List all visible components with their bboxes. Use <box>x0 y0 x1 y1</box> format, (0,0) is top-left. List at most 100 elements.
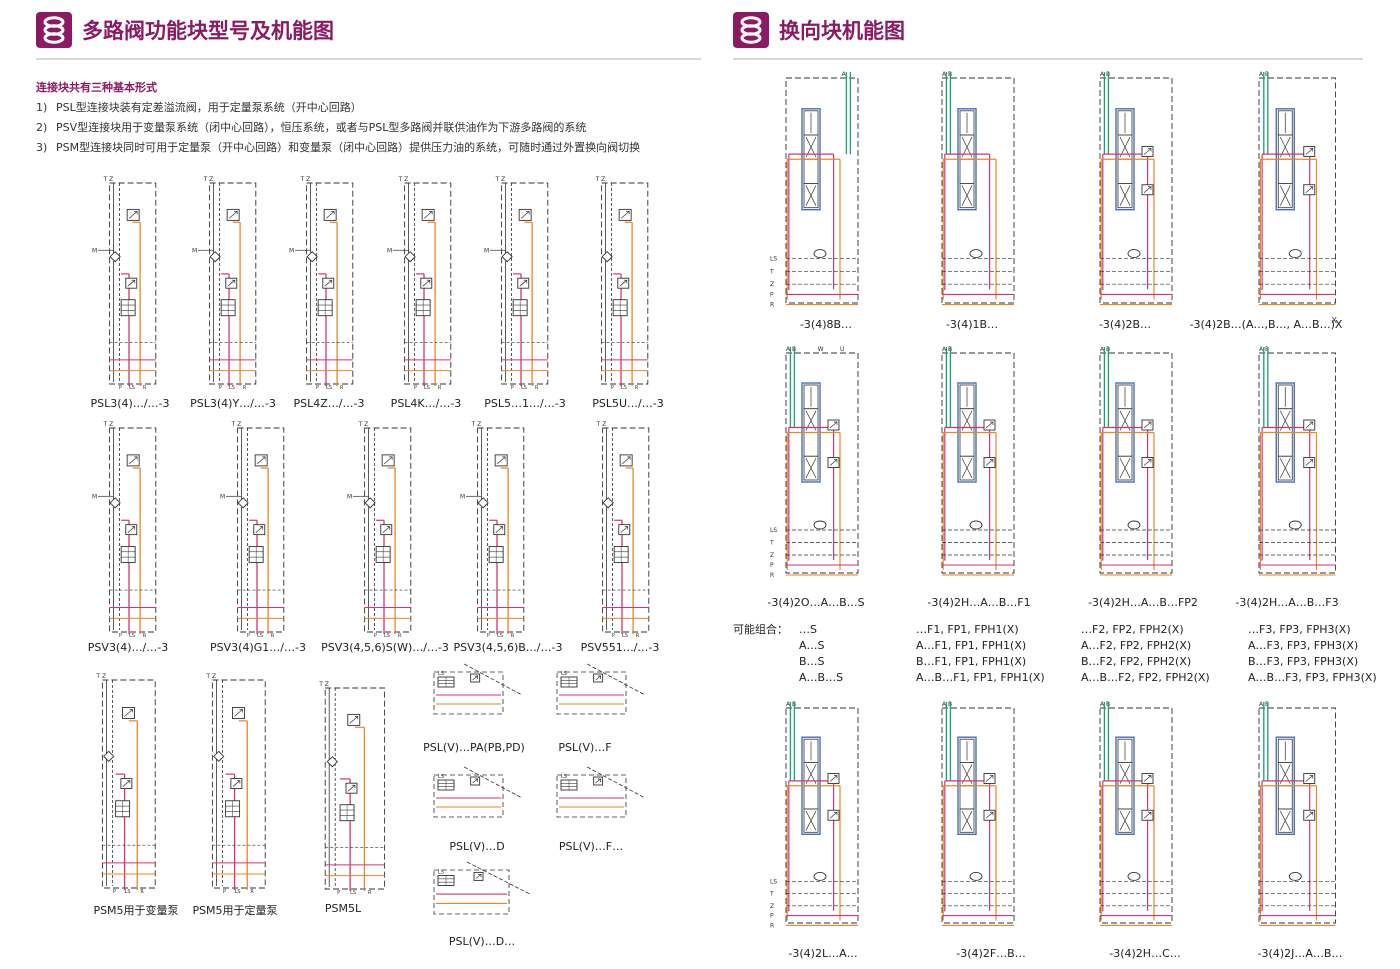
port-label-side: T <box>769 268 774 275</box>
directional-block-schematic: A B <box>941 346 1015 576</box>
accessory-schematic: LS <box>433 766 523 818</box>
port-label-p: P <box>223 889 226 895</box>
directional-spool-symbol <box>801 108 821 211</box>
valve-symbol <box>1303 773 1316 784</box>
schematic-label: PSV3(4,5,6)S(W)…/…-3 <box>321 641 449 654</box>
spool-symbol <box>339 804 355 822</box>
combination-item: A…B…F1, FP1, FPH1(X) <box>916 671 1045 684</box>
valve-symbol <box>1141 773 1154 784</box>
port-label-ab: A B <box>1100 701 1110 708</box>
valve-symbol <box>1303 146 1316 157</box>
filter-symbol <box>364 497 376 509</box>
schematic-label: -3(4)8B… <box>799 318 853 331</box>
directional-block-schematic: A B <box>1099 701 1173 926</box>
port-label-side: LS <box>770 527 777 534</box>
port-label-p: P <box>119 633 122 639</box>
valve-symbol <box>983 457 996 468</box>
combination-item: …S <box>799 623 817 636</box>
port-label-tz: T Z <box>595 176 606 183</box>
valve-symbol <box>347 713 361 726</box>
spool-symbol <box>225 800 241 818</box>
port-label-r: R <box>511 633 515 639</box>
filter-symbol <box>602 497 614 509</box>
spool-symbol <box>248 545 264 563</box>
accessory-schematic: LS <box>433 663 523 715</box>
valve-symbol <box>493 524 506 536</box>
combination-item: B…F1, FP1, FPH1(X) <box>916 655 1027 668</box>
port-label-ls: LS <box>257 633 263 639</box>
port-label-tz: T Z <box>596 421 607 428</box>
spool-symbol <box>437 875 455 886</box>
directional-block-schematic: A B <box>1099 71 1173 306</box>
spool-symbol <box>512 299 528 317</box>
brand-logo-icon <box>733 12 769 48</box>
port-label-p: P <box>612 633 615 639</box>
valve-symbol <box>122 707 135 719</box>
directional-block-schematic: A B <box>1099 346 1173 576</box>
directional-block-schematic: A B <box>1258 346 1336 576</box>
port-label-tz: T Z <box>318 681 329 688</box>
valve-symbol <box>345 782 358 794</box>
port-label-m: M <box>192 247 197 254</box>
intro-item-number: 2) <box>36 121 48 134</box>
combination-item: …F3, FP3, FPH3(X) <box>1248 623 1351 636</box>
port-label-side: Z <box>770 281 774 288</box>
port-label-ls: LS <box>561 774 567 780</box>
port-label-ls: LS <box>497 633 503 639</box>
intro-item: 3)PSM型连接块同时可用于定量泵（开中心回路）和变量泵（闭中心回路）提供压力油… <box>36 138 676 158</box>
port-label-x: X <box>1332 316 1338 325</box>
spool-symbol <box>613 545 629 563</box>
brand-logo-icon <box>36 12 72 48</box>
schematic-label: -3(4)2B…(A…,B…, A…B…)X <box>1189 318 1343 331</box>
filter-symbol <box>306 251 318 263</box>
spool-symbol <box>437 676 455 688</box>
filter-symbol <box>109 497 121 509</box>
valve-symbol <box>1141 457 1154 468</box>
spool-symbol <box>115 800 131 818</box>
valve-symbol <box>827 809 840 821</box>
port-label-ls: LS <box>521 385 527 391</box>
port-label-ls: LS <box>438 671 444 677</box>
schematic-label: PSM5用于定量泵 <box>192 904 278 917</box>
port-label-side: P <box>770 913 774 920</box>
port-label-r: R <box>140 889 144 895</box>
schematic-label: PSL(V)…D… <box>448 935 516 948</box>
valve-symbol <box>125 524 138 536</box>
combination-item: B…S <box>799 655 825 668</box>
port-label-m: M <box>387 247 392 254</box>
schematic-label: -3(4)2B… <box>1098 318 1152 331</box>
valve-symbol <box>232 707 245 719</box>
port-label-p: P <box>611 385 614 391</box>
schematic-label: -3(4)2H…A…B…F1 <box>927 596 1031 609</box>
combination-item: B…F2, FP2, FPH2(X) <box>1081 655 1192 668</box>
port-label-tz: T Z <box>95 673 106 680</box>
port-label-r: R <box>243 385 247 391</box>
intro-item-text: PSL型连接块装有定差溢流阀，用于定量泵系统（开中心回路） <box>56 101 362 114</box>
valve-symbol <box>126 208 140 221</box>
port-label-r: R <box>143 633 147 639</box>
spool-symbol <box>560 676 578 688</box>
port-label-p: P <box>374 633 377 639</box>
port-label-ab: A B <box>1100 71 1110 78</box>
filter-symbol <box>404 251 416 263</box>
spool-symbol <box>560 779 578 791</box>
accessory-schematic: LS <box>556 766 646 818</box>
directional-block-schematic: A BX <box>1258 71 1338 325</box>
filter-symbol <box>237 497 249 509</box>
schematic-label: -3(4)2O…A…B…S <box>767 596 865 609</box>
valve-symbol <box>494 454 508 467</box>
port-label-ls: LS <box>235 889 241 895</box>
valve-symbol <box>253 524 266 536</box>
combinations-column: …F1, FP1, FPH1(X) A…F1, FP1, FPH1(X) B…F… <box>916 622 1045 686</box>
port-label-ls: LS <box>129 633 135 639</box>
port-label-m: M <box>220 493 225 500</box>
spool-symbol <box>220 299 236 317</box>
schematic-label: PSL4K…/…-3 <box>390 397 462 410</box>
valve-symbol <box>827 773 840 784</box>
port-label-p: P <box>414 385 417 391</box>
